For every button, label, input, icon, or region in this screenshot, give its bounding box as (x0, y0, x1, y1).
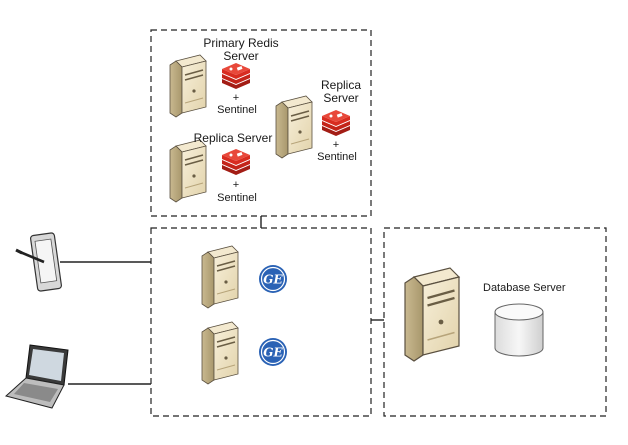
tablet-stylus-icon (15, 232, 62, 292)
replica-left-sentinel-label: Sentinel (217, 192, 257, 204)
replica-left-redis-logo-icon (222, 149, 250, 175)
replica-right-redis-logo-icon (322, 110, 350, 136)
replica-left-plus-label: + (232, 179, 240, 191)
replica-right-plus-label: + (332, 139, 340, 151)
replica-left-label: Replica Server (193, 131, 273, 145)
replica-right-sentinel-label: Sentinel (317, 151, 357, 163)
primary-redis-label-line2: Server (223, 49, 259, 63)
replica-left-server-icon (169, 139, 207, 203)
replica-right-server-icon (275, 95, 313, 159)
replica-right-label-line1: Replica (320, 78, 362, 92)
database-server-label: Database Server (483, 282, 566, 294)
primary-redis-label-line1: Primary Redis (203, 36, 279, 50)
database-cylinder-icon (494, 303, 544, 357)
primary-redis-server-icon (169, 54, 207, 118)
ge-logo-icon-1 (258, 264, 288, 294)
replica-right-label-line2: Server (323, 91, 359, 105)
database-box (383, 227, 607, 417)
primary-sentinel-label: Sentinel (217, 104, 257, 116)
primary-redis-logo-icon (222, 63, 250, 89)
database-server-icon (403, 266, 461, 363)
primary-plus-label: + (232, 92, 240, 104)
app-server-1-icon (201, 245, 239, 309)
ge-logo-icon-2 (258, 337, 288, 367)
laptop-icon (4, 344, 69, 409)
app-server-box (150, 227, 372, 417)
app-server-2-icon (201, 321, 239, 385)
